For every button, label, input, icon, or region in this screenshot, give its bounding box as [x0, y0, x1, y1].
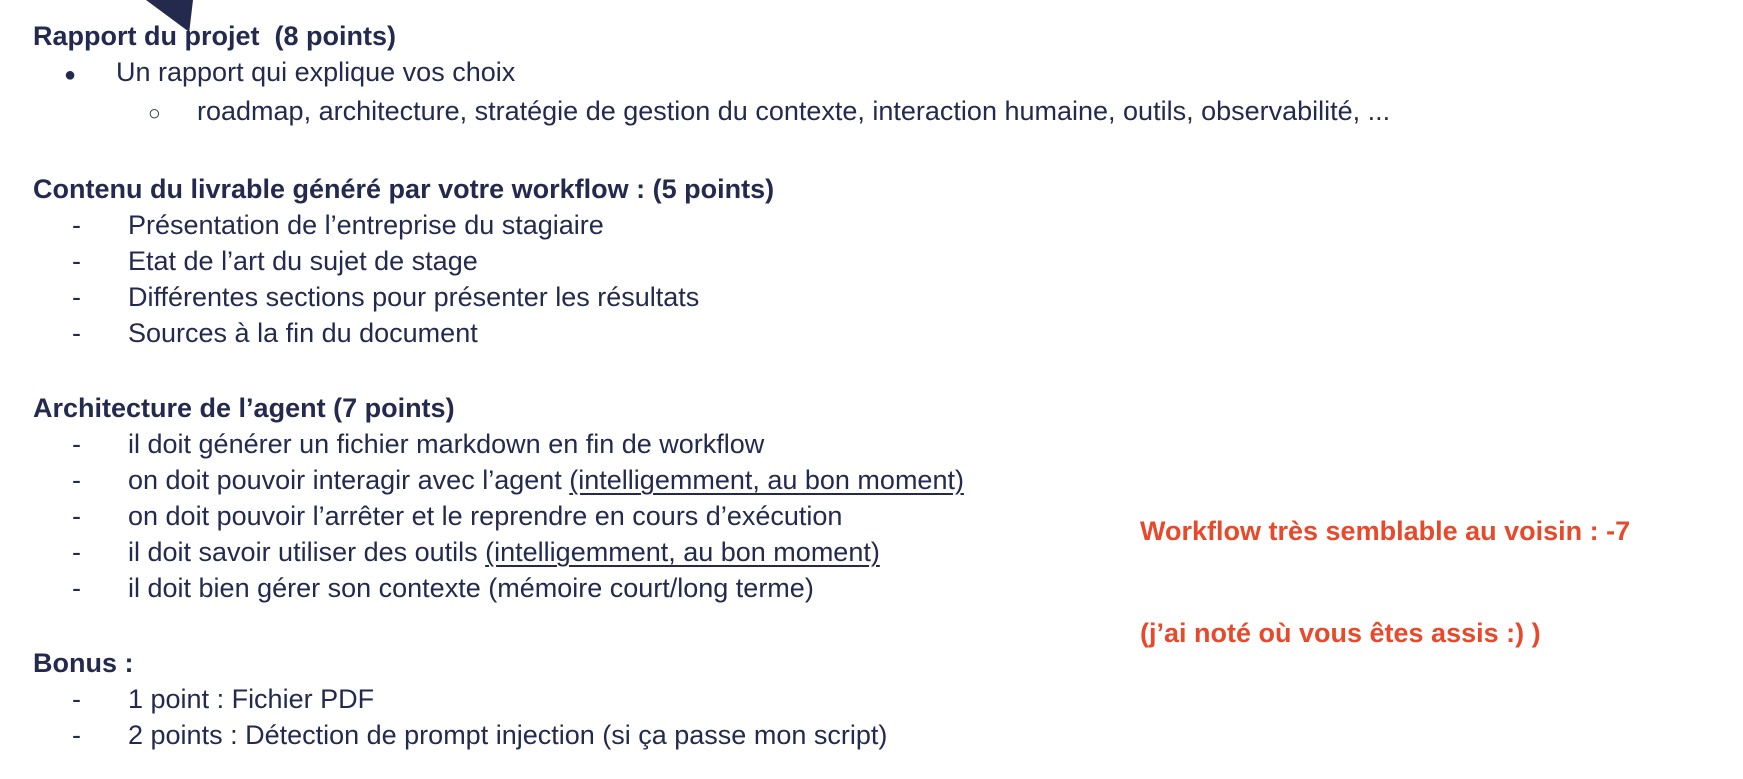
bullet-dash-icon: -	[72, 246, 81, 276]
bullet-dash-icon: -	[72, 720, 81, 750]
list-item-text: Un rapport qui explique vos choix	[116, 57, 516, 87]
list-item-text: 2 points : Détection de prompt injection…	[128, 720, 888, 750]
bullet-disc-icon: ●	[64, 64, 77, 86]
section-heading: Rapport du projet (8 points)	[33, 21, 396, 51]
list-item: - il doit savoir utiliser des outils (in…	[33, 534, 1493, 570]
section-heading: Contenu du livrable généré par votre wor…	[33, 174, 775, 204]
list-item: - on doit pouvoir interagir avec l’agent…	[33, 462, 1493, 498]
grader-annotation: Workflow très semblable au voisin : -7 (…	[1140, 446, 1720, 718]
list-item: - on doit pouvoir l’arrêter et le repren…	[33, 498, 1493, 534]
section-heading: Architecture de l’agent (7 points)	[33, 393, 455, 423]
bullet-dash-icon: -	[72, 429, 81, 459]
bullet-dash-icon: -	[72, 318, 81, 348]
list-item: - 2 points : Détection de prompt injecti…	[33, 717, 1493, 753]
list-item: - il doit générer un fichier markdown en…	[33, 426, 1493, 462]
list-item-text: il doit générer un fichier markdown en f…	[128, 429, 765, 459]
section-contenu-livrable: Contenu du livrable généré par votre wor…	[33, 171, 1493, 351]
rubric-content: Rapport du projet (8 points) ● Un rappor…	[33, 18, 1493, 753]
list-item-text: Différentes sections pour présenter les …	[128, 282, 700, 312]
bullet-dash-icon: -	[72, 282, 81, 312]
list-item: - Différentes sections pour présenter le…	[33, 279, 1493, 315]
list-item-text: il doit bien gérer son contexte (mémoire…	[128, 573, 814, 603]
list-item-text: Etat de l’art du sujet de stage	[128, 246, 478, 276]
list-item-text-underlined: (intelligemment, au bon moment)	[569, 465, 964, 495]
list-item: - 1 point : Fichier PDF	[33, 681, 1493, 717]
bullet-dash-icon: -	[72, 573, 81, 603]
list-item-text-plain: on doit pouvoir interagir avec l’agent	[128, 465, 570, 495]
bullet-dash-icon: -	[72, 210, 81, 240]
bullet-circle-icon: ○	[148, 102, 161, 125]
list-item: - Sources à la fin du document	[33, 315, 1493, 351]
bullet-dash-icon: -	[72, 501, 81, 531]
annotation-line-1: Workflow très semblable au voisin : -7	[1140, 516, 1631, 546]
list-item-text: on doit pouvoir interagir avec l’agent (…	[128, 462, 964, 498]
list-item: - il doit bien gérer son contexte (mémoi…	[33, 570, 1493, 606]
list-item-text: il doit savoir utiliser des outils (inte…	[128, 534, 880, 570]
list-item-text: 1 point : Fichier PDF	[128, 684, 375, 714]
bullet-dash-icon: -	[72, 465, 81, 495]
list-item-text: Sources à la fin du document	[128, 318, 478, 348]
list-item-text: on doit pouvoir l’arrêter et le reprendr…	[128, 501, 843, 531]
section-heading: Bonus :	[33, 648, 134, 678]
section-bonus: Bonus : - 1 point : Fichier PDF - 2 poin…	[33, 645, 1493, 753]
list-item: - Etat de l’art du sujet de stage	[33, 243, 1493, 279]
bullet-dash-icon: -	[72, 537, 81, 567]
section-rapport-du-projet: Rapport du projet (8 points) ● Un rappor…	[33, 18, 1493, 132]
annotation-line-2: (j’ai noté où vous êtes assis :) )	[1140, 618, 1541, 648]
list-item-text-plain: il doit savoir utiliser des outils	[128, 537, 486, 567]
list-item-text: roadmap, architecture, stratégie de gest…	[197, 96, 1391, 126]
list-item: ● Un rapport qui explique vos choix	[33, 54, 1493, 93]
list-item: ○ roadmap, architecture, stratégie de ge…	[33, 93, 1493, 132]
list-item-text-underlined: (intelligemment, au bon moment)	[485, 537, 880, 567]
bullet-dash-icon: -	[72, 684, 81, 714]
list-item-text: Présentation de l’entreprise du stagiair…	[128, 210, 604, 240]
section-architecture-agent: Architecture de l’agent (7 points) - il …	[33, 390, 1493, 606]
list-item: - Présentation de l’entreprise du stagia…	[33, 207, 1493, 243]
